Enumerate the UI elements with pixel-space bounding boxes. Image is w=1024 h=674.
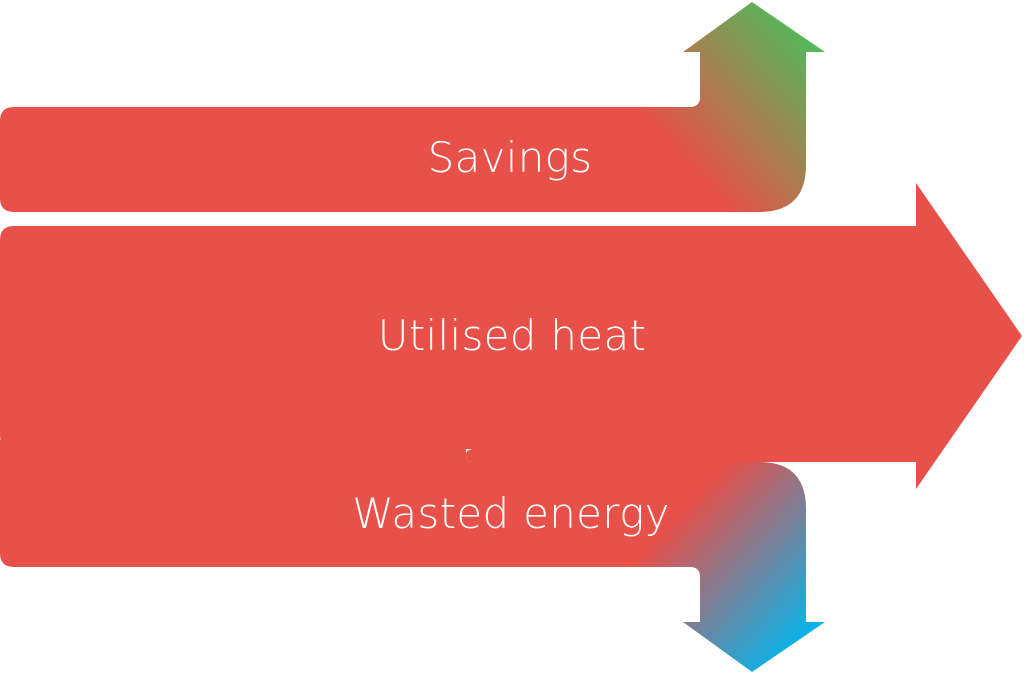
wasted-energy-arrow [0, 440, 825, 672]
wasted-energy-label: Wasted energy [352, 489, 670, 538]
utilised-heat-arrow [0, 183, 1022, 489]
savings-arrow [0, 2, 825, 212]
savings-label: Savings [428, 133, 593, 182]
utilised-heat-label: Utilised heat [378, 311, 647, 360]
